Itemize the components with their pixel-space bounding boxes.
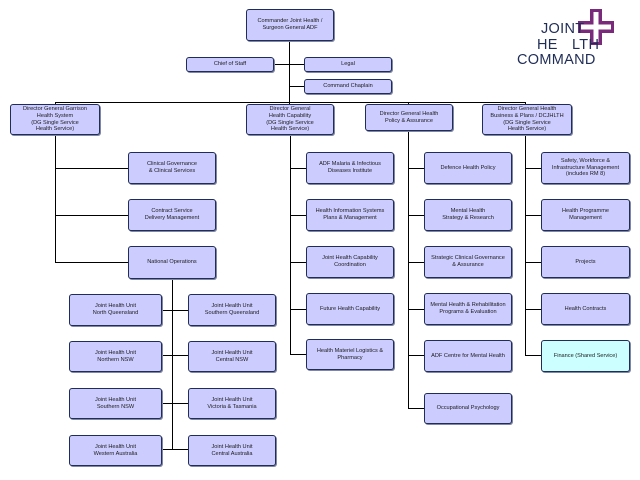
node-legal[interactable]: Legal	[304, 57, 392, 72]
node-jhu-central-nsw[interactable]: Joint Health Unit Central NSW	[188, 341, 276, 372]
logo-line-joint: JOINT	[541, 21, 585, 37]
node-health-materiel-logistics[interactable]: Health Materiel Logistics & Pharmacy	[306, 339, 394, 370]
node-occupational-psychology[interactable]: Occupational Psychology	[424, 393, 512, 424]
medical-cross-icon	[578, 9, 614, 45]
node-adf-malaria-institute[interactable]: ADF Malaria & Infectious Diseases Instit…	[306, 152, 394, 184]
node-jhu-northern-nsw[interactable]: Joint Health Unit Northern NSW	[69, 341, 162, 372]
node-jhu-southern-nsw[interactable]: Joint Health Unit Southern NSW	[69, 388, 162, 419]
node-mental-health-rehabilitation[interactable]: Mental Health & Rehabilitation Programs …	[424, 293, 512, 325]
node-projects[interactable]: Projects	[541, 246, 630, 278]
node-defence-health-policy[interactable]: Defence Health Policy	[424, 152, 512, 184]
node-health-contracts[interactable]: Health Contracts	[541, 293, 630, 325]
node-jhu-southern-queensland[interactable]: Joint Health Unit Southern Queensland	[188, 294, 276, 326]
node-contract-service[interactable]: Contract Service Delivery Management	[128, 199, 216, 231]
joint-health-command-logo: JOINT HE LTH COMMAND	[515, 8, 635, 68]
node-strategic-clinical-governance[interactable]: Strategic Clinical Governance & Assuranc…	[424, 246, 512, 278]
node-future-health-capability[interactable]: Future Health Capability	[306, 293, 394, 325]
node-jhu-north-queensland[interactable]: Joint Health Unit North Queensland	[69, 294, 162, 326]
node-dg-business-plans[interactable]: Director General Health Business & Plans…	[482, 104, 572, 135]
node-health-programme-management[interactable]: Health Programme Management	[541, 199, 630, 231]
node-jhu-victoria-tasmania[interactable]: Joint Health Unit Victoria & Tasmania	[188, 388, 276, 419]
logo-line-health-start: HE	[537, 37, 558, 53]
node-commander[interactable]: Commander Joint Health / Surgeon General…	[246, 9, 334, 41]
node-chief-of-staff[interactable]: Chief of Staff	[186, 57, 274, 72]
node-jhu-central-australia[interactable]: Joint Health Unit Central Australia	[188, 435, 276, 466]
node-dg-policy-assurance[interactable]: Director General Health Policy & Assuran…	[365, 104, 453, 131]
node-clinical-governance[interactable]: Clinical Governance & Clinical Services	[128, 152, 216, 184]
node-health-information-systems[interactable]: Health Information Systems Plans & Manag…	[306, 199, 394, 231]
node-safety-workforce[interactable]: Safety, Workforce & Infrastructure Manag…	[541, 152, 630, 184]
logo-line-command: COMMAND	[517, 52, 596, 68]
logo-line-health-end: LTH	[572, 37, 600, 53]
node-dg-health-capability[interactable]: Director General Health Capability (DG S…	[246, 104, 334, 135]
node-command-chaplain[interactable]: Command Chaplain	[304, 79, 392, 94]
node-dg-garrison-health[interactable]: Director General Garrison Health System …	[10, 104, 100, 135]
node-national-operations[interactable]: National Operations	[128, 246, 216, 279]
node-finance-shared-service[interactable]: Finance (Shared Service)	[541, 340, 630, 372]
node-jhu-western-australia[interactable]: Joint Health Unit Western Australia	[69, 435, 162, 466]
node-joint-health-capability-coordination[interactable]: Joint Health Capability Coordination	[306, 246, 394, 278]
node-adf-centre-mental-health[interactable]: ADF Centre for Mental Health	[424, 340, 512, 372]
node-mental-health-strategy[interactable]: Mental Health Strategy & Research	[424, 199, 512, 231]
